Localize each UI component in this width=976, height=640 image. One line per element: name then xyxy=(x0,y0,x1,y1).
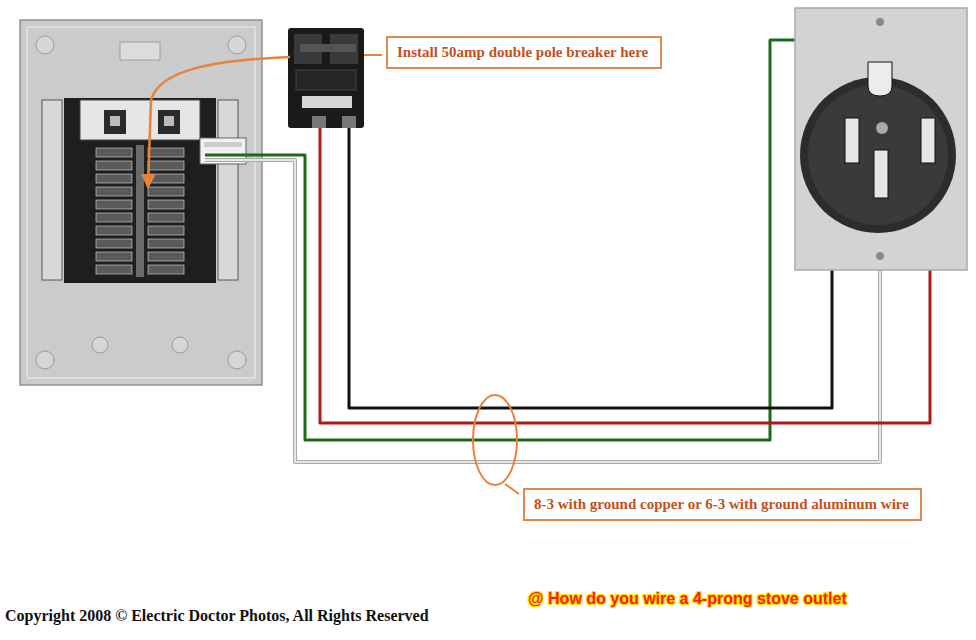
branch-breaker xyxy=(96,265,132,274)
branch-breaker xyxy=(148,187,184,196)
leader-line xyxy=(364,54,382,56)
branch-breaker xyxy=(96,213,132,222)
callout-arrow xyxy=(148,57,290,186)
callout-box: Install 50amp double pole breaker here xyxy=(386,36,662,69)
copyright-note: Copyright 2008 © Electric Doctor Photos,… xyxy=(5,607,429,625)
branch-breaker xyxy=(96,187,132,196)
branch-breaker xyxy=(96,148,132,157)
double-pole-breaker xyxy=(288,28,364,128)
branch-breaker xyxy=(148,174,184,183)
leader-line xyxy=(505,484,519,494)
branch-breaker xyxy=(148,213,184,222)
branch-breaker xyxy=(96,252,132,261)
callout-text: Install 50amp double pole breaker here xyxy=(397,44,651,61)
stove-outlet xyxy=(795,8,967,270)
ground-wire xyxy=(205,40,880,440)
branch-breaker xyxy=(96,200,132,209)
callout-text: 8-3 with ground copper or 6-3 with groun… xyxy=(534,496,911,513)
breaker-panel xyxy=(20,20,262,385)
branch-breaker xyxy=(96,226,132,235)
callout-box: 8-3 with ground copper or 6-3 with groun… xyxy=(523,488,922,521)
branch-breaker xyxy=(148,239,184,248)
branch-breaker xyxy=(148,252,184,261)
branch-breaker xyxy=(148,226,184,235)
watermark-title: @ How do you wire a 4-prong stove outlet xyxy=(528,590,847,608)
branch-breaker xyxy=(96,161,132,170)
branch-breaker xyxy=(148,161,184,170)
branch-breaker xyxy=(148,265,184,274)
wire-bundle-ellipse xyxy=(473,395,517,485)
branch-breaker xyxy=(96,239,132,248)
hot-wire-black xyxy=(349,128,832,408)
branch-breaker xyxy=(148,148,184,157)
branch-breaker xyxy=(96,174,132,183)
branch-breaker xyxy=(148,200,184,209)
